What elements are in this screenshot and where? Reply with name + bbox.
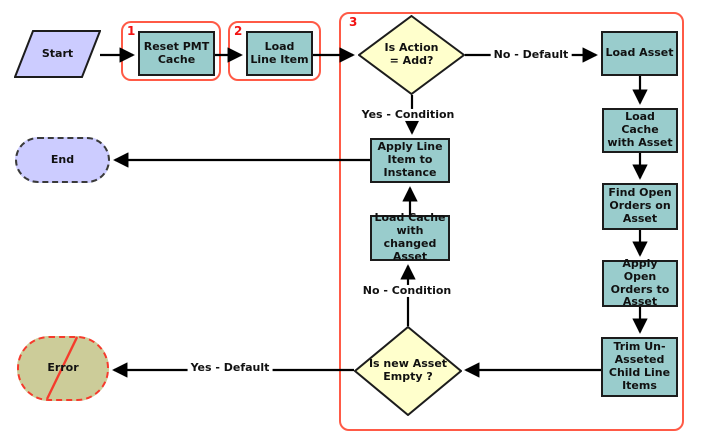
node-label: Apply Line Item to Instance [377,140,443,179]
node-is-action-add: Is Action = Add? [358,15,465,95]
node-end: End [15,137,110,183]
node-label: Is new Asset Empty ? [368,357,448,383]
node-is-new-asset-empty: Is new Asset Empty ? [354,326,462,416]
node-label: Find Open Orders on Asset [608,186,672,225]
edge-label-yes-condition: Yes - Condition [358,108,458,122]
edge-label-yes-default: Yes - Default [187,361,273,375]
node-load-line-item: Load Line Item [246,31,313,76]
node-label: Load Line Item [250,39,309,66]
step-number-2: 2 [234,24,243,38]
node-label: Error [47,361,79,375]
node-reset-pmt-cache: Reset PMT Cache [138,31,215,76]
step-number-1: 1 [127,24,136,38]
node-label: Load Asset [605,46,674,60]
step-number-3: 3 [349,15,358,29]
node-load-asset: Load Asset [601,31,678,76]
node-label: Load Cache with Asset [607,110,673,149]
node-start: Start [14,30,101,78]
node-trim-unasseted: Trim Un-Asseted Child Line Items [601,337,678,397]
node-label: Reset PMT Cache [143,39,210,66]
node-label: Start [41,46,74,60]
node-find-open-orders: Find Open Orders on Asset [602,183,678,230]
node-apply-line-item: Apply Line Item to Instance [370,138,450,183]
node-label: Load Cache with changed Asset [374,211,446,263]
node-label: Apply Open Orders to Asset [610,256,670,309]
node-label: Is Action = Add? [384,41,439,67]
node-load-cache-changed: Load Cache with changed Asset [370,211,450,263]
node-error: Error [17,336,109,401]
diamond-shape [354,326,462,416]
node-load-cache-with-asset: Load Cache with Asset [602,108,678,153]
parallelogram-shape [14,30,101,78]
node-apply-open-orders: Apply Open Orders to Asset [602,256,678,309]
node-label: End [50,152,75,166]
step-group-3 [339,12,684,431]
edge-label-no-condition: No - Condition [359,284,455,298]
edge-label-no-default: No - Default [490,48,572,62]
error-slash-icon [45,336,79,400]
node-label: Trim Un-Asseted Child Line Items [608,340,671,392]
diamond-shape [358,15,465,95]
